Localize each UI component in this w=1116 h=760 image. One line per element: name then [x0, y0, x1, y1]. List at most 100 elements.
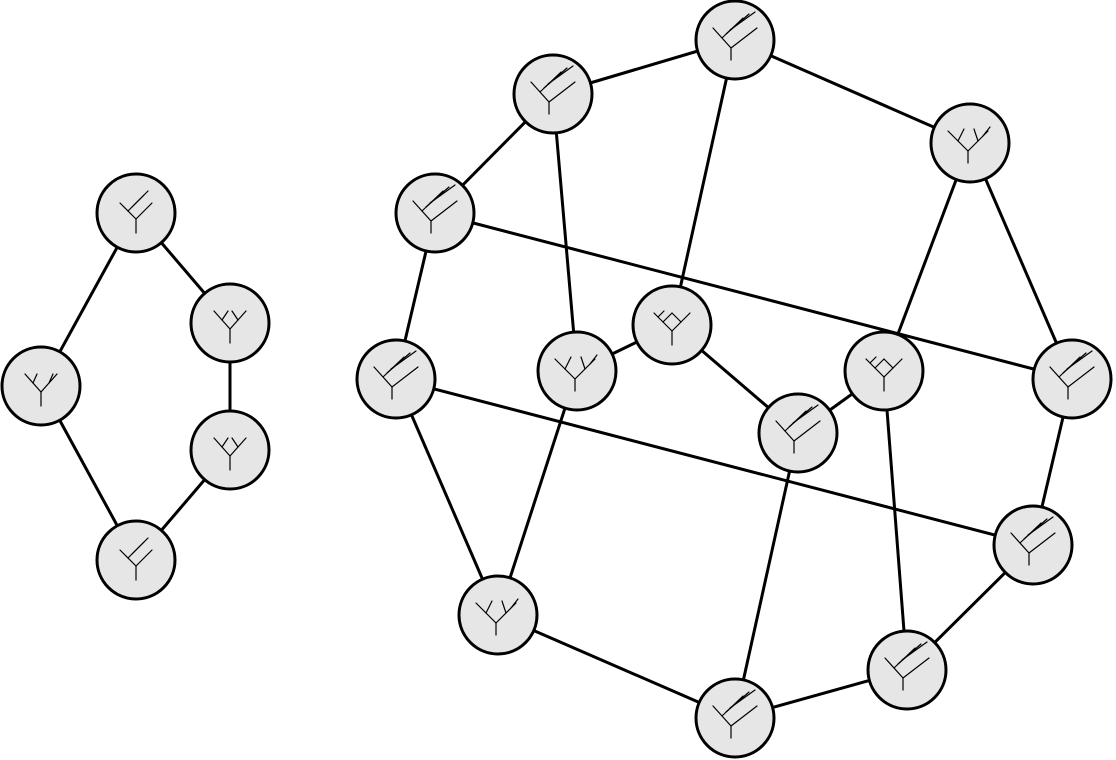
phylogenetic-tree-icon — [373, 350, 419, 400]
node-circle — [189, 409, 271, 491]
tree-branch — [390, 350, 417, 370]
tree-node-s3 — [189, 409, 271, 491]
tree-branch — [1027, 516, 1054, 536]
tree-node-r2 — [1031, 338, 1113, 420]
phylogenetic-tree-icon — [947, 126, 991, 164]
phylogenetic-tree-icon — [884, 641, 930, 691]
node-circle — [757, 392, 839, 474]
edge-l3-b — [497, 613, 736, 720]
phylogenetic-tree-icon — [24, 373, 58, 407]
tree-node-s2 — [189, 282, 271, 364]
phylogenetic-tree-icon — [865, 356, 903, 392]
tree-branch — [1028, 532, 1056, 554]
tree-branch — [131, 537, 149, 555]
tree-node-s5 — [95, 519, 177, 601]
node-circle — [631, 284, 713, 366]
phylogenetic-tree-icon — [119, 190, 153, 234]
edge-t-r1 — [734, 38, 971, 145]
edge-m1-l3 — [496, 370, 579, 616]
tree-branch — [982, 126, 991, 137]
node-circle — [0, 345, 82, 427]
node-circle — [866, 629, 948, 711]
tree-branch — [135, 202, 153, 220]
node-circle — [536, 330, 618, 412]
phylogenetic-tree-icon — [712, 689, 758, 739]
tree-branch — [730, 705, 758, 727]
edge-r1-r2 — [968, 142, 1074, 380]
tree-branch — [430, 200, 458, 222]
phylogenetic-tree-icon — [775, 404, 821, 454]
node-circle — [95, 172, 177, 254]
tree-branch — [429, 184, 456, 204]
tree-node-a — [512, 53, 594, 135]
tree-branch — [1067, 366, 1095, 388]
edge-l2-l3 — [394, 378, 500, 616]
node-circle — [843, 330, 925, 412]
phylogenetic-tree-icon — [213, 437, 247, 471]
tree-branch — [391, 366, 419, 388]
tree-branch — [874, 358, 885, 369]
tree-branch — [957, 128, 965, 142]
tree-branch — [547, 65, 574, 85]
phylogenetic-tree-icon — [412, 184, 458, 234]
tree-node-t — [694, 0, 776, 81]
tree-node-l3 — [457, 574, 539, 656]
node-circle — [694, 0, 776, 81]
tree-branch — [730, 27, 758, 49]
tree-node-s1 — [95, 172, 177, 254]
tree-branch — [231, 437, 239, 448]
tree-node-c2 — [843, 330, 925, 412]
tree-branch — [221, 310, 229, 321]
tree-branch — [671, 312, 682, 323]
node-circle — [355, 338, 437, 420]
tree-node-s4 — [0, 345, 82, 427]
tree-branch — [231, 310, 239, 321]
tree-branch — [1066, 350, 1093, 370]
node-circle — [1031, 338, 1113, 420]
edge-c-b — [733, 432, 800, 719]
tree-branch — [729, 11, 756, 31]
edge-l2-r3 — [395, 377, 1034, 547]
tree-node-r1 — [929, 102, 1011, 184]
tree-node-l1 — [394, 172, 476, 254]
node-circle — [95, 519, 177, 601]
node-circle — [457, 574, 539, 656]
tree-branch — [657, 310, 665, 318]
phylogenetic-tree-icon — [213, 310, 247, 344]
tree-branch — [48, 373, 54, 384]
edge-a-m1 — [551, 93, 579, 372]
tree-branch — [901, 641, 928, 661]
node-circle — [992, 504, 1074, 586]
phylogenetic-tree-icon — [554, 354, 598, 392]
tree-branch — [580, 356, 586, 370]
tree-branch — [869, 356, 877, 364]
tree-branch — [792, 404, 819, 424]
tree-branch — [973, 128, 979, 142]
tree-branch — [501, 600, 507, 614]
tree-node-m2 — [631, 284, 713, 366]
node-circle — [694, 677, 776, 759]
tree-branch — [902, 657, 930, 679]
phylogenetic-tree-icon — [1010, 516, 1056, 566]
tree-branch — [485, 600, 493, 614]
tree-branch — [729, 689, 756, 709]
tree-branch — [793, 420, 821, 442]
tree-node-r3 — [992, 504, 1074, 586]
tree-branch — [589, 354, 598, 365]
tree-node-b — [694, 677, 776, 759]
tree-node-b2 — [866, 629, 948, 711]
phylogenetic-tree-icon — [712, 11, 758, 61]
tree-branch — [548, 81, 576, 103]
tree-branch — [564, 356, 572, 370]
node-circle — [189, 282, 271, 364]
tree-branch — [131, 190, 149, 208]
tree-branch — [662, 312, 673, 323]
tree-branch — [32, 373, 38, 384]
tree-branch — [221, 437, 229, 448]
tree-node-l2 — [355, 338, 437, 420]
node-circle — [394, 172, 476, 254]
phylogenetic-tree-icon — [1049, 350, 1095, 400]
edge-l1-r2 — [434, 211, 1073, 381]
